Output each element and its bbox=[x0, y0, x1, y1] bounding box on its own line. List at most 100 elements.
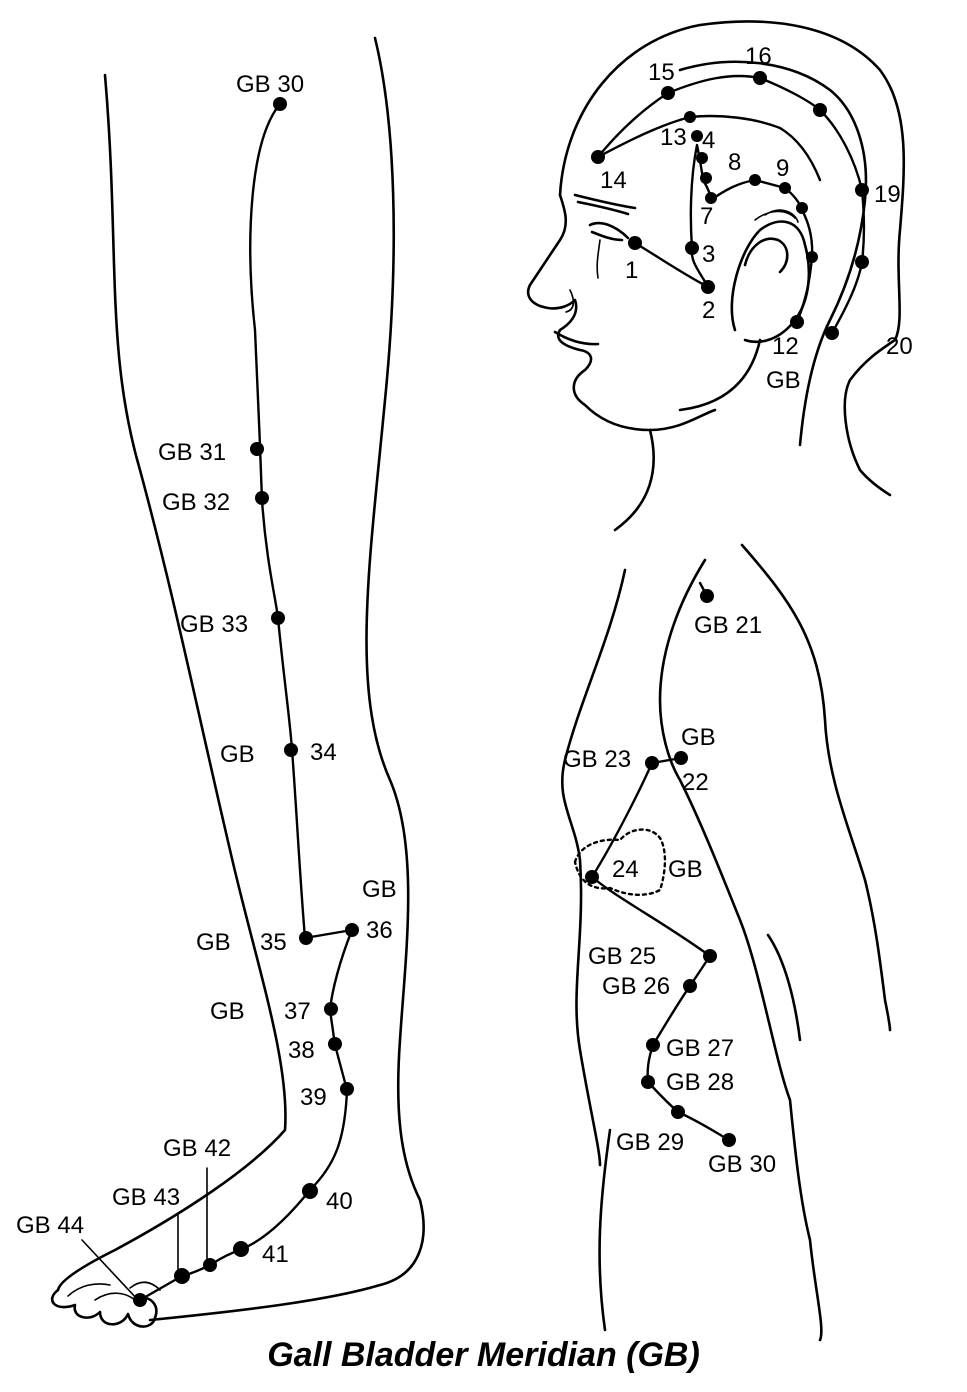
eyebrow bbox=[575, 195, 635, 214]
torso-point-gb27 bbox=[646, 1038, 660, 1052]
torso-point-gb26 bbox=[683, 979, 697, 993]
leg-label-gb37-prefix: GB bbox=[210, 998, 245, 1025]
arm-back-outline bbox=[742, 545, 890, 1030]
leg-label-gb43: GB 43 bbox=[112, 1184, 180, 1211]
torso-label-gb24-prefix: GB bbox=[668, 856, 703, 883]
head-label-4: 4 bbox=[702, 127, 715, 154]
leg-point-gb40 bbox=[302, 1183, 318, 1199]
leg-label-gb36-prefix: GB bbox=[362, 876, 397, 903]
leg-point-gb41 bbox=[233, 1241, 249, 1257]
leg-point-gb44 bbox=[133, 1293, 147, 1307]
face-profile bbox=[528, 195, 715, 430]
head-point-2 bbox=[701, 280, 715, 294]
head-point-10 bbox=[796, 202, 808, 214]
arm-outline bbox=[660, 560, 821, 1340]
torso-point-gb23 bbox=[645, 756, 659, 770]
torso-label-gb22: 22 bbox=[682, 769, 709, 796]
torso-point-gb29 bbox=[671, 1105, 685, 1119]
torso-point-gb21 bbox=[700, 589, 714, 603]
leg-label-gb33: GB 33 bbox=[180, 611, 248, 638]
leg-label-gb34-prefix: GB bbox=[220, 741, 255, 768]
leg-point-gb34 bbox=[284, 743, 298, 757]
head-label-16: 16 bbox=[745, 43, 772, 70]
leg-point-gb42 bbox=[203, 1258, 217, 1272]
ear-swirl bbox=[755, 210, 798, 222]
head-label-3: 3 bbox=[702, 241, 715, 268]
leg-label-gb30: GB 30 bbox=[236, 71, 304, 98]
leg-label-gb39: 39 bbox=[300, 1084, 327, 1111]
torso-figure: GB 21 GB 22 GB 23 24 GB GB 25 GB 26 GB 2… bbox=[562, 545, 890, 1340]
head-label-15: 15 bbox=[648, 59, 675, 86]
torso-point-gb24 bbox=[585, 870, 599, 884]
torso-label-gb30: GB 30 bbox=[708, 1151, 776, 1178]
leg-label-gb42: GB 42 bbox=[163, 1135, 231, 1162]
head-label-19: 19 bbox=[874, 181, 901, 208]
torso-label-gb22-prefix: GB bbox=[681, 724, 716, 751]
torso-point-gb22 bbox=[674, 751, 688, 765]
leg-label-gb41: 41 bbox=[262, 1241, 289, 1268]
leg-label-gb35-prefix: GB bbox=[196, 929, 231, 956]
head-label-12-prefix: GB bbox=[766, 367, 801, 394]
leg-point-gb37 bbox=[324, 1002, 338, 1016]
leg-label-gb34: 34 bbox=[310, 739, 337, 766]
torso-point-gb30 bbox=[722, 1133, 736, 1147]
leg-point-gb39 bbox=[340, 1082, 354, 1096]
head-label-13: 13 bbox=[660, 124, 687, 151]
leg-label-gb44: GB 44 bbox=[16, 1212, 84, 1239]
leg-meridian-line bbox=[140, 104, 352, 1300]
torso-point-gb25 bbox=[703, 949, 717, 963]
head-point-20 bbox=[825, 326, 839, 340]
head-point-14 bbox=[591, 150, 605, 164]
eye bbox=[590, 223, 628, 240]
leg-label-gb37: 37 bbox=[284, 998, 311, 1025]
head-point-9 bbox=[779, 182, 791, 194]
jaw-line bbox=[680, 340, 760, 410]
head-point-12 bbox=[790, 315, 804, 329]
head-point-19 bbox=[855, 183, 869, 197]
diagram-title: Gall Bladder Meridian (GB) bbox=[0, 1336, 967, 1375]
head-label-14: 14 bbox=[600, 167, 627, 194]
leg-point-gb33 bbox=[271, 611, 285, 625]
head-point-17 bbox=[813, 103, 827, 117]
torso-label-gb29: GB 29 bbox=[616, 1129, 684, 1156]
leg-label-gb32: GB 32 bbox=[162, 489, 230, 516]
torso-label-gb27: GB 27 bbox=[666, 1035, 734, 1062]
head-point-19b bbox=[855, 255, 869, 269]
head-point-3 bbox=[685, 241, 699, 255]
head-point-15 bbox=[661, 86, 675, 100]
neck-front bbox=[615, 430, 654, 530]
head-label-1: 1 bbox=[625, 257, 638, 284]
head-point-1 bbox=[628, 236, 642, 250]
torso-label-gb26: GB 26 bbox=[602, 973, 670, 1000]
leg-label-gb35: 35 bbox=[260, 929, 287, 956]
leg-point-gb30 bbox=[273, 97, 287, 111]
head-point-8 bbox=[749, 174, 761, 186]
leg-label-gb36: 36 bbox=[366, 917, 393, 944]
leg-point-gb35 bbox=[299, 931, 313, 945]
torso-point-gb28 bbox=[641, 1075, 655, 1089]
hip-line bbox=[600, 1130, 610, 1330]
head-point-13 bbox=[684, 111, 696, 123]
torso-label-gb24: 24 bbox=[612, 856, 639, 883]
ear-inner bbox=[745, 239, 787, 272]
head-label-20: 20 bbox=[886, 333, 913, 360]
leg-label-gb38: 38 bbox=[288, 1037, 315, 1064]
leg-label-gb40: 40 bbox=[326, 1188, 353, 1215]
leg-label-gb31: GB 31 bbox=[158, 439, 226, 466]
gb44-pointer bbox=[82, 1240, 138, 1300]
head-point-11 bbox=[806, 251, 818, 263]
leg-point-gb32 bbox=[255, 491, 269, 505]
torso-label-gb28: GB 28 bbox=[666, 1069, 734, 1096]
leg-point-gb38 bbox=[328, 1037, 342, 1051]
torso-label-gb25: GB 25 bbox=[588, 943, 656, 970]
head-point-6 bbox=[700, 172, 712, 184]
head-label-2: 2 bbox=[702, 297, 715, 324]
head-label-7: 7 bbox=[700, 203, 713, 230]
head-figure: 1 2 3 4 7 8 9 12 GB 13 14 15 16 19 20 bbox=[528, 21, 913, 530]
leg-point-gb36 bbox=[345, 923, 359, 937]
torso-label-gb23: GB 23 bbox=[563, 746, 631, 773]
head-label-8: 8 bbox=[728, 149, 741, 176]
torso-label-gb21: GB 21 bbox=[694, 612, 762, 639]
forearm-line bbox=[768, 935, 800, 1040]
